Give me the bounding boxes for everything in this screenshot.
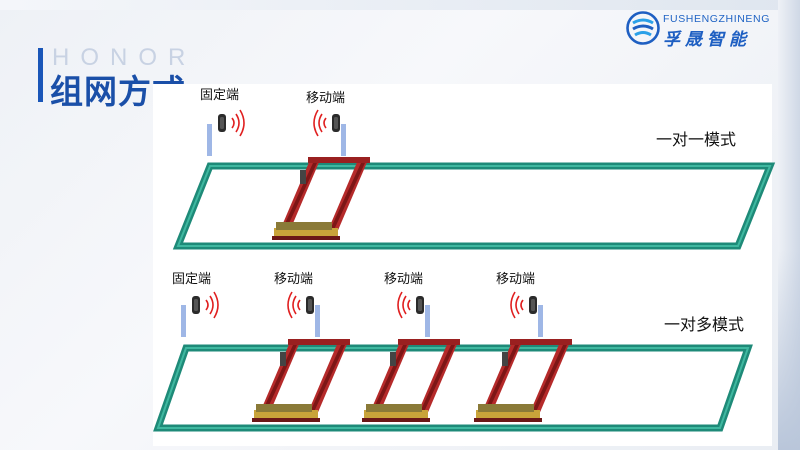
- title-accent-bar: [38, 48, 43, 102]
- radio-wave-icon: [231, 109, 245, 137]
- title-english: HONOR: [52, 44, 197, 71]
- radio-wave-icon: [313, 109, 327, 137]
- mode-one-to-many-label: 一对多模式: [664, 315, 745, 334]
- logo-text-english: FUSHENGZHINENG: [663, 13, 770, 25]
- logo-text-chinese: 孚晟智能: [663, 30, 751, 50]
- fixed-post: [207, 124, 212, 156]
- logo-mark-icon: [626, 11, 660, 45]
- mobile-end-label: 移动端: [384, 272, 424, 287]
- mode-one-to-one-label: 一对一模式: [656, 130, 737, 149]
- mobile-end-label: 移动端: [306, 91, 346, 106]
- right-edge-decoration: [778, 0, 800, 450]
- fixed-end-label: 固定端: [200, 88, 240, 103]
- top-stripe: [0, 0, 800, 10]
- company-logo: FUSHENGZHINENG 孚晟智能: [626, 11, 776, 51]
- fixed-end-label: 固定端: [172, 272, 212, 287]
- diagram-card: [153, 84, 772, 446]
- mobile-end-label: 移动端: [274, 272, 314, 287]
- mobile-end-label: 移动端: [496, 272, 536, 287]
